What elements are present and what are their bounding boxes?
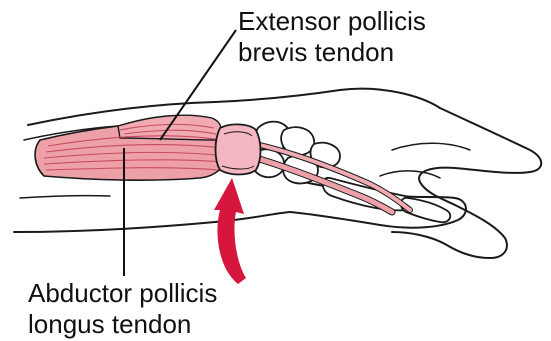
red-curved-arrow [214,178,246,284]
label-abductor-line1: Abductor pollicis [28,278,217,309]
muscle-bellies [35,115,228,180]
label-extensor-line1: Extensor pollicis [238,6,426,37]
label-abductor-line2: longus tendon [28,309,217,340]
thumb-bones [323,178,451,222]
label-extensor-line2: brevis tendon [238,37,426,68]
label-extensor-pollicis-brevis: Extensor pollicis brevis tendon [238,6,426,68]
label-abductor-pollicis-longus: Abductor pollicis longus tendon [28,278,217,340]
tendon-sheath [216,124,261,174]
